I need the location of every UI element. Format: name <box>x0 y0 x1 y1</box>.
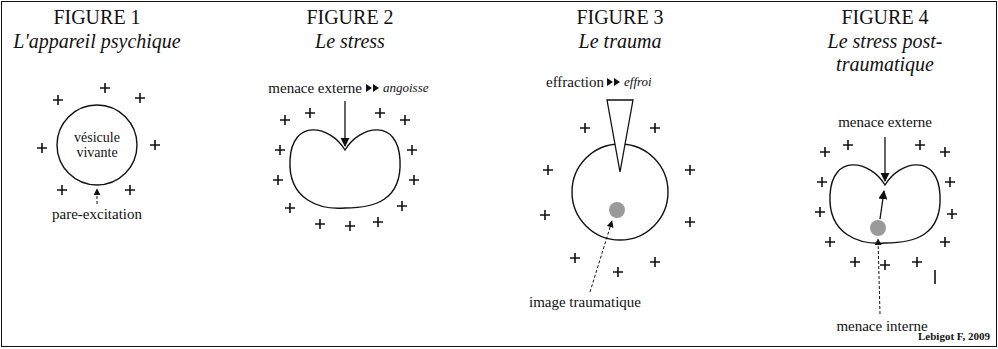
threat-arrow <box>344 101 345 146</box>
figure-number: FIGURE 3 <box>525 6 715 29</box>
callout-label: image traumatique <box>510 294 660 311</box>
double-arrowhead <box>607 78 620 86</box>
callout-label: angoisse <box>383 81 473 96</box>
figure-number: FIGURE 1 <box>2 6 192 29</box>
leader-arrow <box>590 221 612 292</box>
threat-arrow <box>884 137 885 181</box>
breach-wedge <box>607 100 633 172</box>
leader-arrow <box>97 189 98 204</box>
traumatic-image-dot <box>870 220 886 236</box>
source-credit: Lebigot F, 2009 <box>880 330 990 343</box>
plus-signs <box>37 83 957 284</box>
figure-title: Le stress <box>255 30 445 53</box>
figure-title: Le stress post-traumatique <box>805 30 965 76</box>
internal-threat-arrow <box>880 191 884 219</box>
figure-number: FIGURE 4 <box>790 6 980 29</box>
callout-label: effroi <box>624 75 684 90</box>
figure-number: FIGURE 2 <box>255 6 445 29</box>
figure-title: Le trauma <box>525 30 715 53</box>
figure-title: L'appareil psychique <box>2 30 192 53</box>
callout-label: effraction <box>520 74 604 91</box>
callout-label: menace externe <box>250 80 362 97</box>
node-text: vésicule vivante <box>65 130 129 161</box>
leader-arrow <box>878 239 880 314</box>
vesicle-circle: vésicule vivante <box>56 104 138 186</box>
traumatic-image-dot <box>609 202 625 218</box>
callout-label: menace externe <box>810 114 960 131</box>
double-arrowhead <box>366 84 379 92</box>
callout-label: pare-excitation <box>22 206 172 223</box>
